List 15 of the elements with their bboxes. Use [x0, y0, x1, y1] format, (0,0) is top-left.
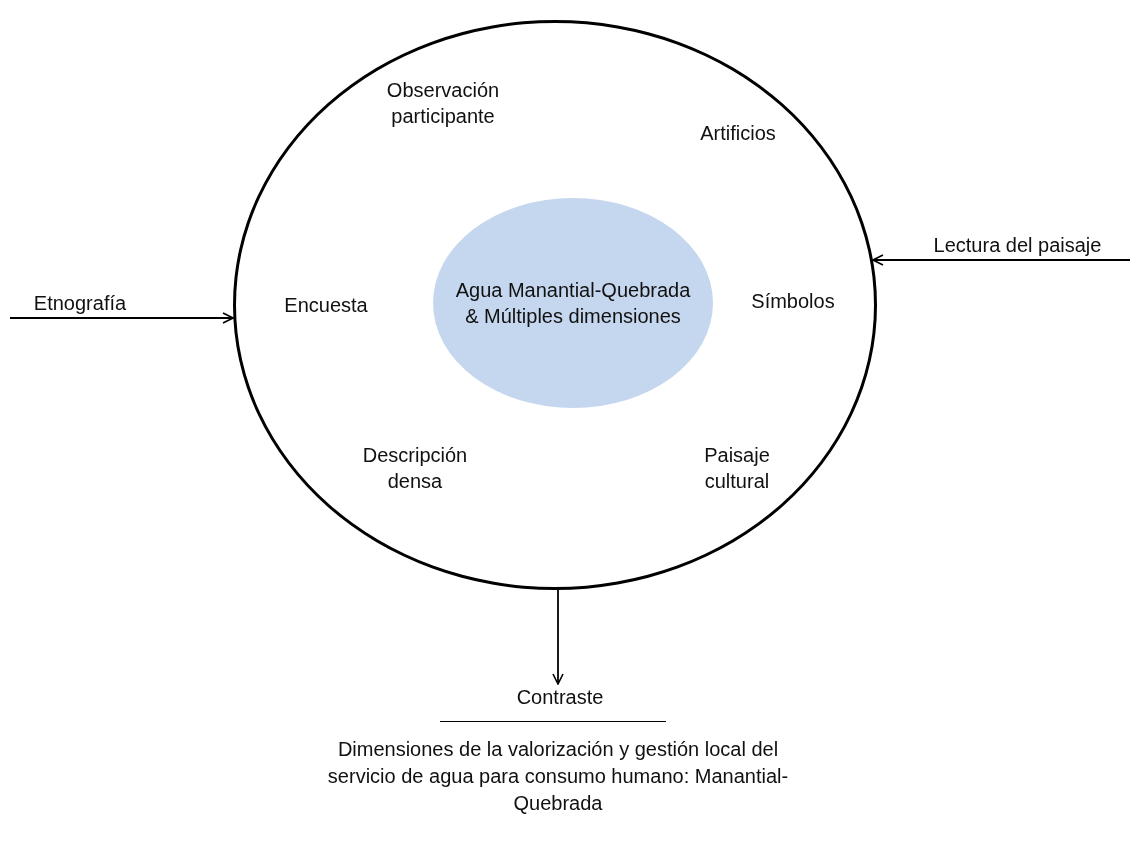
center-ellipse: Agua Manantial-Quebrada & Múltiples dimensiones — [433, 198, 713, 408]
caption-text: Dimensiones de la valorización y gestión local del servicio de agua para consumo humano: Manantial-Quebrada — [326, 737, 790, 816]
outer-circle — [233, 20, 877, 590]
method-label: Descripción densa — [340, 442, 490, 494]
method-label: Símbolos — [733, 288, 853, 314]
node-label: Etnografía — [10, 290, 150, 318]
method-label: Artificios — [678, 120, 798, 146]
arrow — [872, 254, 1131, 266]
method-label: Observación participante — [358, 77, 528, 129]
arrow — [9, 312, 234, 324]
node-label: Lectura del paisaje — [905, 232, 1130, 260]
node-label: Contraste — [495, 684, 625, 714]
method-label: Encuesta — [266, 292, 386, 318]
method-label: Paisaje cultural — [677, 442, 797, 494]
arrow — [552, 589, 564, 685]
